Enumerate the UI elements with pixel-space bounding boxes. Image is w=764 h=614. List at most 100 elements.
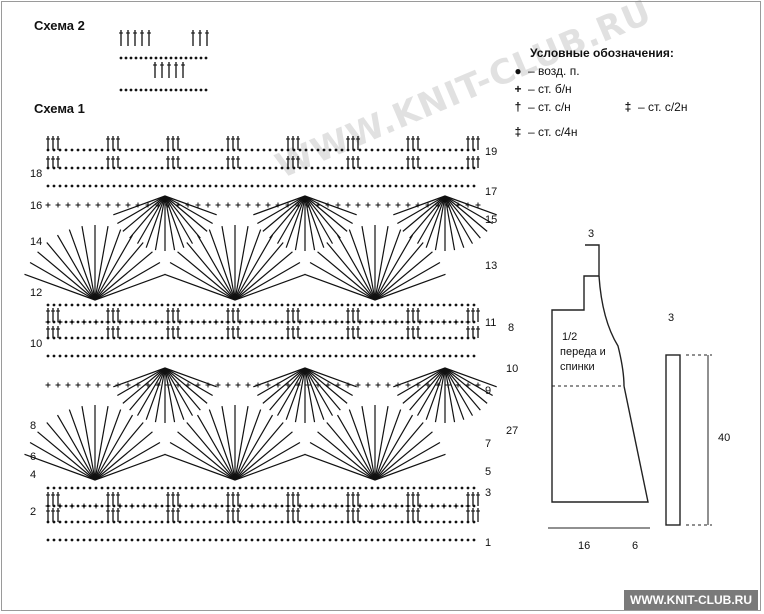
fan-stitch bbox=[402, 195, 446, 232]
chain-dot bbox=[202, 520, 206, 524]
chain-dot bbox=[142, 303, 146, 307]
side-label-8: 8 bbox=[508, 322, 515, 334]
chain-dot bbox=[418, 184, 422, 188]
chain-dot bbox=[172, 354, 176, 358]
chain-dot bbox=[94, 538, 98, 542]
chain-dot bbox=[148, 486, 152, 490]
chain-dot bbox=[238, 520, 242, 524]
chain-dot bbox=[370, 520, 374, 524]
chain-dot bbox=[139, 88, 143, 92]
chain-dot bbox=[160, 303, 164, 307]
chain-dot bbox=[466, 486, 470, 490]
chain-dot bbox=[274, 184, 278, 188]
fan-stitch bbox=[208, 229, 236, 301]
chain-dot bbox=[436, 148, 440, 152]
chain-dot bbox=[124, 320, 128, 324]
fan-stitch bbox=[68, 229, 96, 301]
chain-dot bbox=[418, 166, 422, 170]
chain-dot bbox=[310, 354, 314, 358]
chain-dot bbox=[232, 303, 236, 307]
chain-dot bbox=[100, 148, 104, 152]
chain-dot bbox=[189, 88, 193, 92]
chain-dot bbox=[382, 520, 386, 524]
scheme2-box bbox=[119, 56, 211, 92]
legend-item-sc: +– ст. б/н bbox=[512, 82, 571, 96]
chain-dot bbox=[82, 538, 86, 542]
chain-dot bbox=[46, 538, 50, 542]
fan-stitch bbox=[94, 273, 166, 301]
chain-dot bbox=[304, 148, 308, 152]
fan-stitch bbox=[136, 195, 166, 244]
chain-dot bbox=[436, 166, 440, 170]
chain-dot bbox=[172, 184, 176, 188]
chain-dot bbox=[238, 148, 242, 152]
chain-dot bbox=[448, 486, 452, 490]
chain-dot bbox=[202, 354, 206, 358]
chain-dot bbox=[202, 148, 206, 152]
chain-dot bbox=[100, 504, 104, 508]
fan-stitch bbox=[374, 251, 433, 301]
chain-dot bbox=[448, 303, 452, 307]
chain-dot bbox=[334, 538, 338, 542]
fan-stitch bbox=[444, 367, 488, 404]
chain-dot bbox=[160, 184, 164, 188]
fan-stitch bbox=[94, 261, 161, 301]
chain-dot bbox=[130, 184, 134, 188]
chain-dot bbox=[334, 354, 338, 358]
chain-dot bbox=[460, 336, 464, 340]
chain-dot bbox=[322, 303, 326, 307]
chain-dot bbox=[208, 320, 212, 324]
chain-dot bbox=[310, 336, 314, 340]
chain-dot bbox=[316, 320, 320, 324]
chain-dot bbox=[448, 148, 452, 152]
chain-dot bbox=[172, 303, 176, 307]
chain-dot bbox=[148, 320, 152, 324]
fan-stitch bbox=[186, 242, 236, 301]
legend-item-dtr: ‡– ст. с/4н bbox=[512, 125, 578, 139]
chain-dot bbox=[334, 166, 338, 170]
chain-dot bbox=[244, 336, 248, 340]
fan-stitch bbox=[234, 431, 293, 481]
fan-stitch bbox=[374, 234, 414, 301]
chain-dot bbox=[160, 166, 164, 170]
strap-outline bbox=[665, 354, 681, 526]
fan-stitch bbox=[234, 234, 274, 301]
chain-dot bbox=[124, 88, 128, 92]
row-number-left: 14 bbox=[30, 236, 43, 248]
chain-dot bbox=[160, 148, 164, 152]
fan-stitch bbox=[169, 441, 236, 481]
chain-dot bbox=[304, 354, 308, 358]
fan-stitch bbox=[81, 226, 96, 301]
fan-stitch bbox=[348, 229, 376, 301]
chain-dot bbox=[244, 184, 248, 188]
fan-stitch bbox=[304, 195, 341, 239]
fan-stitch bbox=[402, 367, 446, 404]
chain-dot bbox=[142, 166, 146, 170]
fan-stitch bbox=[425, 367, 446, 420]
fan-stitch bbox=[257, 367, 306, 397]
chain-dot bbox=[76, 336, 80, 340]
fan-stitch bbox=[317, 431, 376, 481]
chain-dot bbox=[82, 166, 86, 170]
chain-dot bbox=[400, 520, 404, 524]
chain-dot bbox=[286, 303, 290, 307]
fan-stitch bbox=[29, 441, 96, 481]
chain-dot bbox=[430, 166, 434, 170]
chain-dot bbox=[189, 56, 193, 60]
chain-dot bbox=[388, 504, 392, 508]
chain-dot bbox=[304, 520, 308, 524]
chain-dot bbox=[160, 520, 164, 524]
chain-dot bbox=[370, 354, 374, 358]
chain-dot bbox=[46, 354, 50, 358]
fan-stitch bbox=[29, 261, 96, 301]
chain-dot bbox=[119, 56, 123, 60]
chain-dot bbox=[406, 486, 410, 490]
chain-dot bbox=[184, 184, 188, 188]
fan-stitch bbox=[234, 229, 262, 301]
chain-dot bbox=[136, 504, 140, 508]
chain-dot bbox=[154, 538, 158, 542]
chain-dot bbox=[454, 148, 458, 152]
chain-dot bbox=[70, 184, 74, 188]
fan-stitch bbox=[164, 367, 194, 416]
chain-dot bbox=[76, 354, 80, 358]
